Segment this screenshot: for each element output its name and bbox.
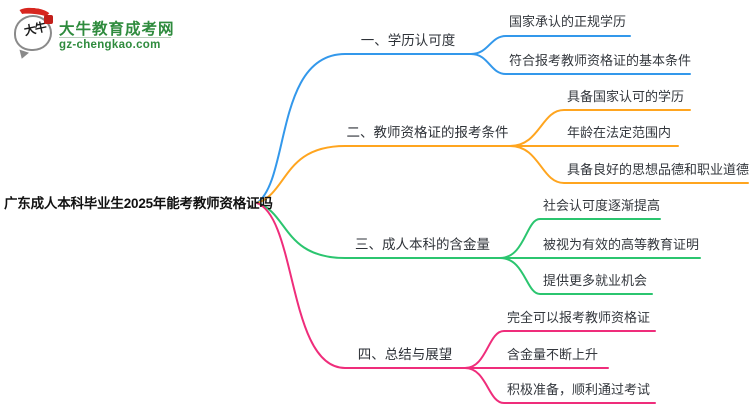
- branch-3-child-3[interactable]: 提供更多就业机会: [543, 273, 648, 288]
- branch-3-connectors: [256, 202, 701, 295]
- branch-4-child-2[interactable]: 含金量不断上升: [507, 347, 599, 362]
- branch-2-child-3[interactable]: 具备良好的思想品德和职业道德: [567, 162, 750, 177]
- branch-1-label[interactable]: 一、学历认可度: [360, 33, 456, 48]
- branch-4-label[interactable]: 四、总结与展望: [357, 347, 453, 362]
- logo-seal-icon: [44, 15, 53, 24]
- root-node[interactable]: 广东成人本科毕业生2025年能考教师资格证吗: [4, 196, 273, 211]
- branch-4-child-3[interactable]: 积极准备，顺利通过考试: [507, 382, 651, 397]
- branch-4-child-1[interactable]: 完全可以报考教师资格证: [507, 310, 651, 325]
- branch-3-label[interactable]: 三、成人本科的含金量: [355, 237, 490, 252]
- logo-speech-bubble-icon: 大牛: [14, 15, 52, 51]
- branch-3-child-2[interactable]: 被视为有效的高等教育证明: [543, 237, 700, 252]
- logo-divider: [59, 37, 171, 38]
- brand-logo: 大牛 大牛教育成考网 gz-chengkao.com: [12, 6, 187, 61]
- branch-1-child-2[interactable]: 符合报考教师资格证的基本条件: [509, 53, 692, 68]
- branch-2-child-1[interactable]: 具备国家认可的学历: [567, 89, 685, 104]
- branch-1-connectors: [256, 35, 691, 204]
- branch-2-child-2[interactable]: 年龄在法定范围内: [567, 125, 672, 140]
- branch-4-connectors: [256, 202, 656, 404]
- branch-1-child-1[interactable]: 国家承认的正规学历: [509, 14, 627, 29]
- branch-2-connectors: [256, 109, 749, 204]
- branch-3-child-1[interactable]: 社会认可度逐渐提高: [543, 198, 661, 213]
- site-domain: gz-chengkao.com: [59, 39, 161, 51]
- branch-2-label[interactable]: 二、教师资格证的报考条件: [346, 125, 509, 140]
- site-name: 大牛教育成考网: [59, 21, 175, 38]
